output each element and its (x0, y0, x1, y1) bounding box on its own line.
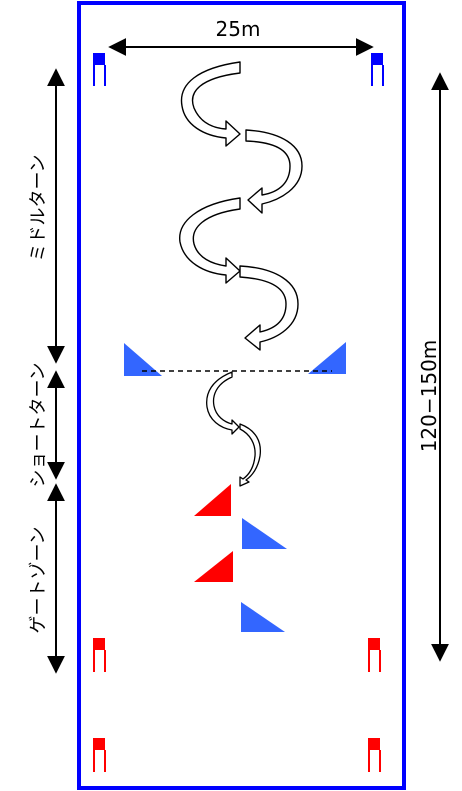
red-flag-right-lower (368, 738, 381, 772)
blue-triangle-4 (241, 602, 285, 632)
width-label: 25m (216, 17, 261, 41)
middle-turn-arrows (179, 61, 303, 351)
gate-zone-label: ゲートゾーン (28, 526, 49, 633)
short-turn-arrows (206, 371, 262, 487)
length-label: 120−150m (417, 340, 441, 453)
red-flag-left-upper (93, 638, 106, 672)
blue-flag-left (93, 53, 106, 86)
blue-triangle-left (124, 343, 162, 376)
blue-triangle-2 (242, 518, 287, 549)
red-flag-left-lower (93, 738, 106, 772)
middle-turn-label: ミドルターン (28, 154, 49, 261)
blue-triangle-right (308, 342, 346, 374)
blue-flag-right (371, 53, 384, 86)
red-triangle-3 (194, 551, 233, 582)
course-border (77, 1, 406, 790)
red-triangle-1 (194, 484, 231, 516)
red-flag-right-upper (368, 638, 381, 672)
short-turn-label: ショートターン (28, 362, 49, 487)
